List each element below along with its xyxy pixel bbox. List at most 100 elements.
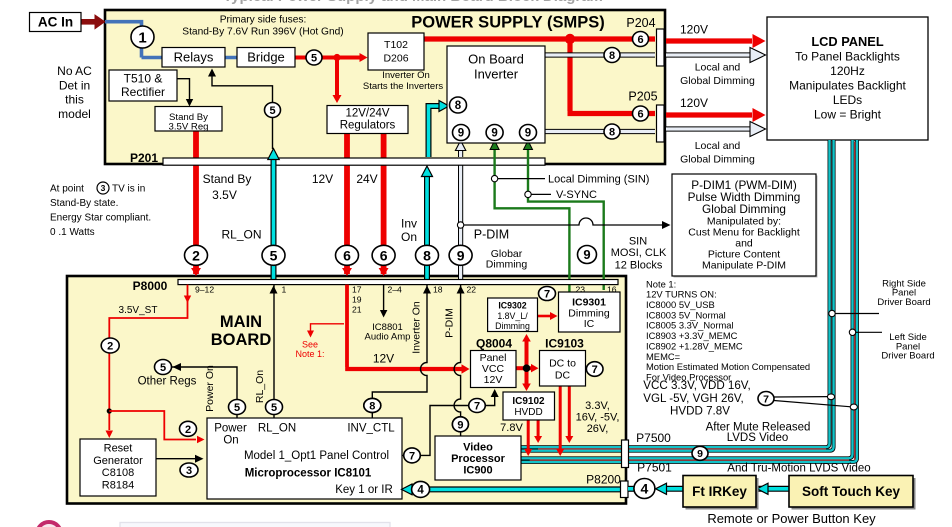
- svg-text:C8108: C8108: [102, 467, 134, 479]
- svg-text:Panel: Panel: [896, 341, 920, 352]
- svg-text:Note 1:: Note 1:: [646, 278, 676, 289]
- svg-text:Microprocessor IC8101: Microprocessor IC8101: [245, 468, 372, 480]
- svg-text:17: 17: [352, 284, 362, 294]
- svg-text:P-DIM1 (PWM-DIM): P-DIM1 (PWM-DIM): [691, 178, 797, 192]
- svg-text:26V,: 26V,: [587, 423, 609, 435]
- svg-text:Det in: Det in: [59, 79, 90, 93]
- svg-text:No AC: No AC: [57, 64, 92, 78]
- svg-text:8: 8: [455, 100, 462, 112]
- svg-text:IC9302: IC9302: [498, 301, 526, 311]
- svg-text:R8184: R8184: [102, 480, 134, 492]
- svg-text:23: 23: [576, 284, 586, 294]
- svg-text:21: 21: [352, 304, 362, 314]
- svg-text:8: 8: [609, 126, 615, 138]
- svg-text:7: 7: [592, 364, 598, 376]
- svg-text:Left Side: Left Side: [889, 332, 927, 343]
- svg-text:T102: T102: [384, 39, 408, 51]
- svg-text:Low = Bright: Low = Bright: [814, 108, 882, 122]
- svg-text:12V TURNS ON:: 12V TURNS ON:: [646, 289, 717, 300]
- svg-text:5: 5: [234, 402, 240, 414]
- svg-text:POWER SUPPLY (SMPS): POWER SUPPLY (SMPS): [411, 14, 604, 32]
- svg-text:Dimming: Dimming: [486, 259, 528, 271]
- svg-text:7: 7: [474, 400, 480, 412]
- svg-text:Dimming: Dimming: [495, 321, 530, 331]
- svg-text:5: 5: [271, 402, 277, 414]
- svg-text:4: 4: [417, 485, 424, 497]
- svg-text:LVDS Video: LVDS Video: [727, 432, 789, 444]
- svg-text:LEDs: LEDs: [833, 93, 862, 107]
- svg-text:SIN: SIN: [629, 236, 647, 248]
- svg-text:1: 1: [138, 29, 146, 46]
- svg-text:Manipulate P-DIM: Manipulate P-DIM: [702, 260, 786, 272]
- svg-text:LCD PANEL: LCD PANEL: [811, 34, 883, 49]
- svg-text:120Hz: 120Hz: [830, 64, 865, 78]
- svg-text:V-SYNC: V-SYNC: [556, 189, 597, 201]
- svg-text:16: 16: [607, 284, 617, 294]
- svg-text:and: and: [735, 238, 753, 250]
- svg-text:IC9102: IC9102: [512, 396, 545, 407]
- svg-text:3.5V_ST: 3.5V_ST: [119, 305, 158, 316]
- svg-text:9: 9: [525, 128, 531, 140]
- svg-text:Cust Menu for Backlight: Cust Menu for Backlight: [688, 227, 800, 239]
- svg-text:BOARD: BOARD: [211, 331, 272, 349]
- svg-text:120V: 120V: [680, 23, 708, 37]
- svg-text:12V: 12V: [312, 172, 333, 186]
- svg-text:9: 9: [458, 128, 464, 140]
- svg-text:MEMC=: MEMC=: [646, 351, 681, 362]
- svg-text:7: 7: [763, 393, 769, 405]
- svg-text:Key 1 or IR: Key 1 or IR: [335, 484, 393, 496]
- svg-text:8: 8: [609, 50, 615, 62]
- svg-text:Picture Content: Picture Content: [708, 249, 780, 261]
- svg-text:18: 18: [433, 284, 443, 294]
- svg-text:Typical Power Supply and Main: Typical Power Supply and Main Board Bloc…: [223, 0, 603, 5]
- svg-text:Relays: Relays: [174, 50, 214, 65]
- svg-text:Stand-By state.: Stand-By state.: [50, 198, 118, 209]
- svg-text:IC8903 +3.3V_MEMC: IC8903 +3.3V_MEMC: [646, 330, 738, 341]
- svg-text:TV is in: TV is in: [112, 184, 145, 195]
- svg-text:P8200: P8200: [586, 473, 621, 487]
- svg-text:IC8005 3.3V_Normal: IC8005 3.3V_Normal: [646, 320, 734, 331]
- svg-text:9: 9: [457, 419, 463, 431]
- svg-text:6: 6: [343, 247, 351, 263]
- svg-text:7.8V: 7.8V: [500, 422, 523, 434]
- svg-text:Rectifier: Rectifier: [121, 85, 165, 99]
- svg-text:DC to: DC to: [549, 358, 576, 370]
- svg-text:Ft IRKey: Ft IRKey: [692, 484, 747, 499]
- svg-text:Local Dimming (SIN): Local Dimming (SIN): [548, 174, 649, 186]
- svg-text:Soft Touch Key: Soft Touch Key: [802, 484, 900, 499]
- svg-text:5: 5: [269, 105, 275, 117]
- svg-text:To Panel Backlights: To Panel Backlights: [795, 50, 900, 64]
- svg-text:24V: 24V: [356, 172, 377, 186]
- svg-text:MAIN: MAIN: [220, 313, 262, 331]
- svg-text:9: 9: [457, 247, 465, 263]
- svg-text:T510 &: T510 &: [124, 72, 163, 86]
- svg-text:IC: IC: [584, 318, 595, 330]
- svg-text:VGL -5V, VGH 26V,: VGL -5V, VGH 26V,: [643, 392, 744, 405]
- svg-text:this: this: [65, 93, 84, 107]
- svg-text:2: 2: [185, 424, 191, 436]
- svg-text:1: 1: [282, 284, 287, 294]
- svg-text:Local and: Local and: [695, 140, 741, 152]
- svg-text:model: model: [58, 107, 91, 121]
- svg-text:16V, -5V,: 16V, -5V,: [576, 412, 620, 424]
- svg-text:9: 9: [697, 448, 703, 460]
- svg-text:P201: P201: [130, 151, 158, 165]
- svg-text:INV_CTL: INV_CTL: [347, 423, 395, 435]
- svg-text:P-DIM: P-DIM: [444, 308, 456, 338]
- svg-text:VCC: VCC: [482, 363, 505, 375]
- svg-text:VCC 3.3V, VDD 16V,: VCC 3.3V, VDD 16V,: [643, 379, 750, 392]
- svg-text:12V: 12V: [373, 352, 394, 366]
- svg-text:Q8004: Q8004: [476, 337, 512, 351]
- svg-text:Driver Board: Driver Board: [877, 297, 930, 308]
- svg-text:3: 3: [186, 465, 192, 477]
- svg-text:Panel: Panel: [892, 288, 916, 299]
- svg-text:Global Dimming: Global Dimming: [680, 154, 755, 166]
- svg-text:12V: 12V: [484, 374, 503, 386]
- svg-text:P7500: P7500: [636, 431, 671, 445]
- svg-text:4: 4: [641, 481, 649, 497]
- svg-text:Model 1_Opt1 Panel Control: Model 1_Opt1 Panel Control: [244, 450, 389, 462]
- svg-text:6: 6: [380, 247, 388, 263]
- svg-text:Inverter: Inverter: [474, 67, 519, 82]
- svg-text:HVDD 7.8V: HVDD 7.8V: [670, 405, 730, 418]
- svg-text:See: See: [302, 340, 318, 350]
